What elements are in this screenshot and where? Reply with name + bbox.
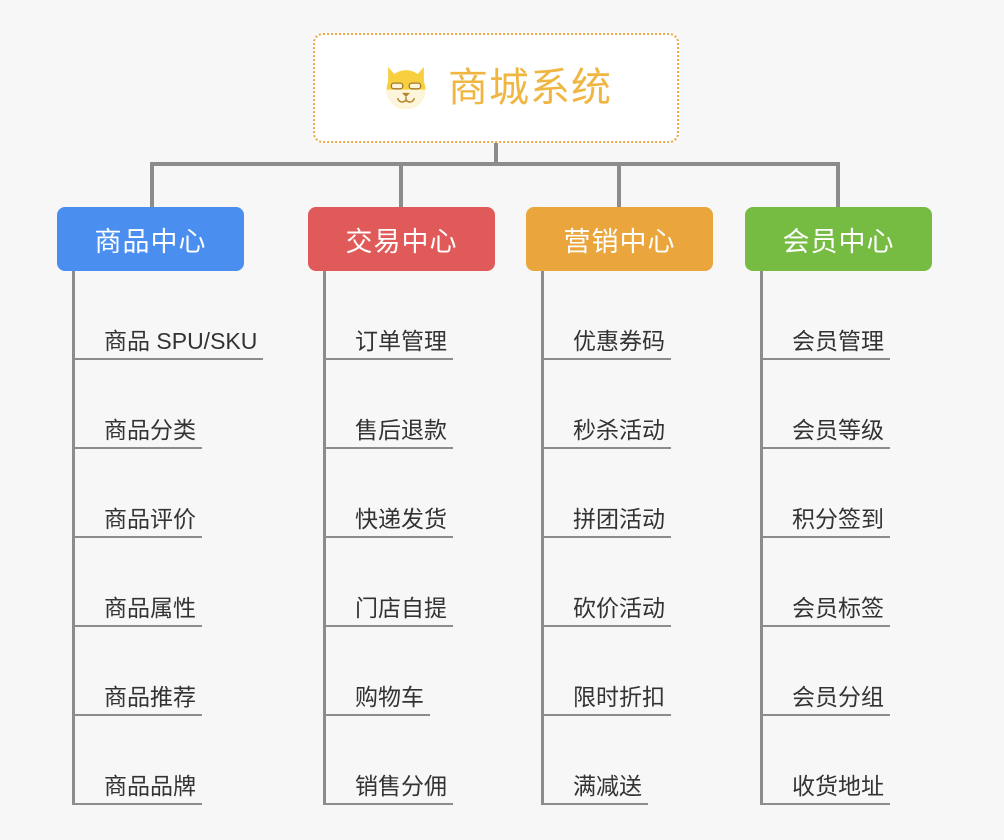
branch-column-3: 营销中心 优惠券码 秒杀活动 拼团活动 砍价活动 限时折扣 满减送	[526, 207, 713, 805]
list-item-label: 会员等级	[792, 416, 884, 443]
branch-header-label-3: 营销中心	[563, 226, 676, 257]
drop-connector-2	[399, 162, 403, 207]
list-item[interactable]: 满减送	[526, 716, 713, 805]
list-item-label: 会员分组	[792, 683, 884, 710]
list-item-label: 收货地址	[792, 772, 884, 799]
drop-connector-4	[836, 162, 840, 207]
list-item[interactable]: 会员等级	[745, 360, 932, 449]
branch-items-4: 会员管理 会员等级 积分签到 会员标签 会员分组 收货地址	[745, 271, 932, 805]
root-node[interactable]: 商城系统	[313, 33, 679, 143]
list-item[interactable]: 商品推荐	[57, 627, 244, 716]
list-item[interactable]: 门店自提	[308, 538, 495, 627]
list-item-label: 商品分类	[104, 416, 196, 443]
list-item-label: 商品品牌	[104, 772, 196, 799]
list-item[interactable]: 秒杀活动	[526, 360, 713, 449]
root-title: 商城系统	[448, 66, 612, 110]
list-item-label: 订单管理	[355, 327, 447, 354]
list-item-label: 商品推荐	[104, 683, 196, 710]
list-item-label: 优惠券码	[573, 327, 665, 354]
list-item-label: 会员管理	[792, 327, 884, 354]
branch-column-1: 商品中心 商品 SPU/SKU 商品分类 商品评价 商品属性 商品推荐 商品品牌	[57, 207, 264, 805]
branch-header-4[interactable]: 会员中心	[745, 207, 932, 271]
list-item-label: 商品属性	[104, 594, 196, 621]
list-item[interactable]: 优惠券码	[526, 271, 713, 360]
list-item[interactable]: 商品分类	[57, 360, 244, 449]
list-item[interactable]: 拼团活动	[526, 449, 713, 538]
list-item-label: 销售分佣	[355, 772, 447, 799]
list-item[interactable]: 砍价活动	[526, 538, 713, 627]
root-stem-connector	[494, 143, 498, 165]
list-item-label: 售后退款	[355, 416, 447, 443]
horizontal-bus-connector	[150, 162, 840, 166]
list-item[interactable]: 会员标签	[745, 538, 932, 627]
list-item[interactable]: 售后退款	[308, 360, 495, 449]
branch-items-3: 优惠券码 秒杀活动 拼团活动 砍价活动 限时折扣 满减送	[526, 271, 713, 805]
list-item[interactable]: 销售分佣	[308, 716, 495, 805]
list-item-label: 会员标签	[792, 594, 884, 621]
branch-items-2: 订单管理 售后退款 快递发货 门店自提 购物车 销售分佣	[308, 271, 495, 805]
list-item-label: 砍价活动	[573, 594, 665, 621]
branch-column-2: 交易中心 订单管理 售后退款 快递发货 门店自提 购物车 销售分佣	[308, 207, 495, 805]
list-item-label: 拼团活动	[573, 505, 665, 532]
list-item[interactable]: 会员分组	[745, 627, 932, 716]
list-item[interactable]: 商品属性	[57, 538, 244, 627]
branch-header-3[interactable]: 营销中心	[526, 207, 713, 271]
list-item-label: 购物车	[355, 683, 424, 710]
list-item[interactable]: 限时折扣	[526, 627, 713, 716]
list-item-label: 商品评价	[104, 505, 196, 532]
branch-header-label-4: 会员中心	[782, 226, 895, 257]
branch-trunk-4	[760, 271, 763, 805]
list-item-label: 限时折扣	[573, 683, 665, 710]
list-item-label: 门店自提	[355, 594, 447, 621]
list-item[interactable]: 快递发货	[308, 449, 495, 538]
branch-header-1[interactable]: 商品中心	[57, 207, 244, 271]
branch-trunk-3	[541, 271, 544, 805]
list-item[interactable]: 积分签到	[745, 449, 932, 538]
list-item[interactable]: 会员管理	[745, 271, 932, 360]
list-item-label: 满减送	[573, 772, 642, 799]
list-item[interactable]: 收货地址	[745, 716, 932, 805]
branch-column-4: 会员中心 会员管理 会员等级 积分签到 会员标签 会员分组 收货地址	[745, 207, 932, 805]
list-item[interactable]: 商品品牌	[57, 716, 244, 805]
branch-trunk-1	[72, 271, 75, 805]
branch-header-2[interactable]: 交易中心	[308, 207, 495, 271]
drop-connector-3	[617, 162, 621, 207]
branch-trunk-2	[323, 271, 326, 805]
list-item[interactable]: 购物车	[308, 627, 495, 716]
list-item[interactable]: 订单管理	[308, 271, 495, 360]
list-item-label: 积分签到	[792, 505, 884, 532]
shiba-dog-icon	[386, 66, 426, 110]
branch-items-1: 商品 SPU/SKU 商品分类 商品评价 商品属性 商品推荐 商品品牌	[57, 271, 264, 805]
branch-header-label-2: 交易中心	[345, 226, 458, 257]
list-item[interactable]: 商品 SPU/SKU	[57, 271, 264, 360]
list-item-label: 秒杀活动	[573, 416, 665, 443]
list-item-label: 快递发货	[355, 505, 447, 532]
list-item-label: 商品 SPU/SKU	[104, 327, 258, 354]
branch-header-label-1: 商品中心	[94, 226, 207, 257]
list-item[interactable]: 商品评价	[57, 449, 244, 538]
drop-connector-1	[150, 162, 154, 207]
